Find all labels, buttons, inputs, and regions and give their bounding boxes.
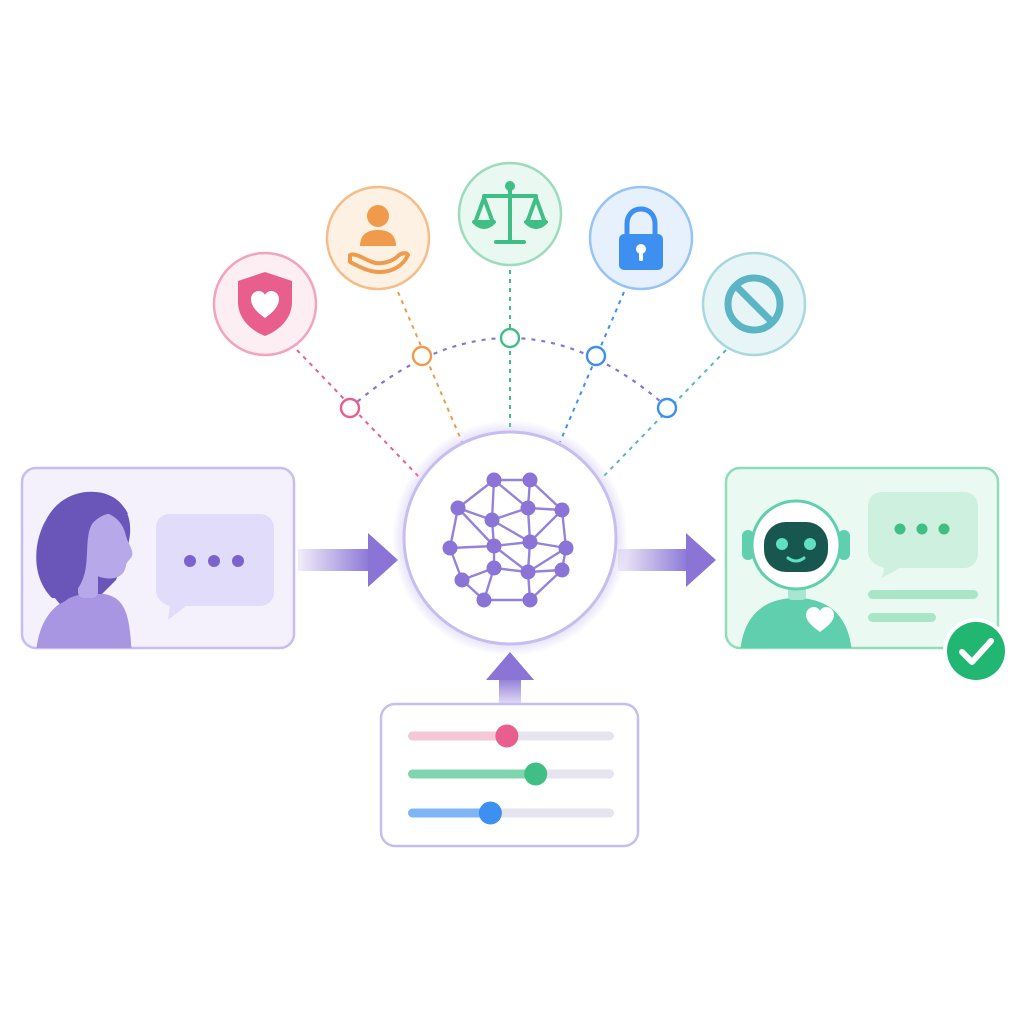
network-node [486, 560, 502, 576]
slider-handle[interactable] [495, 724, 519, 748]
network-node [554, 502, 570, 518]
slider-group[interactable] [408, 724, 614, 825]
arc-node-green [499, 327, 521, 349]
principle-connectors [296, 270, 727, 479]
network-node [522, 534, 538, 550]
network-node [486, 538, 502, 554]
neural-network-icon [442, 472, 574, 608]
user-input-panel [20, 466, 296, 650]
network-node [454, 572, 470, 588]
arc-node-blue [585, 345, 607, 367]
slider-fill [408, 731, 507, 741]
connector-help [397, 291, 463, 443]
network-node [522, 472, 538, 488]
network-node [520, 500, 536, 516]
arrow-core-to-output [618, 533, 716, 587]
padlock-icon [619, 206, 663, 270]
slider-handle[interactable] [478, 801, 502, 825]
principle-helping [325, 185, 431, 291]
typing-bubble-icon [156, 514, 274, 620]
care-shield-icon [238, 272, 292, 336]
response-line-1 [868, 590, 978, 599]
principle-arc [349, 336, 669, 409]
heart-icon [806, 607, 834, 632]
network-node [522, 592, 538, 608]
slider-pink[interactable] [408, 724, 614, 748]
user-avatar [36, 491, 133, 648]
principle-fairness [457, 161, 563, 267]
balance-scale-icon [472, 181, 548, 244]
response-bubble-icon [868, 492, 978, 578]
principle-care [212, 251, 318, 357]
network-node [554, 562, 570, 578]
network-node [442, 540, 458, 556]
ai-output-panel [724, 466, 1009, 684]
checkmark-icon [943, 618, 1009, 684]
prohibited-icon [724, 274, 784, 334]
helping-hand-person-icon [348, 205, 410, 274]
slider-green[interactable] [408, 762, 614, 786]
arrow-input-to-core [298, 533, 398, 587]
response-line-2 [868, 613, 936, 622]
slider-fill [408, 769, 536, 779]
arc-node-teal [656, 397, 678, 419]
network-node [486, 472, 502, 488]
network-edge [529, 509, 563, 543]
robot-icon [740, 499, 852, 648]
network-node [476, 592, 492, 608]
arrow-controls-to-core [486, 652, 534, 704]
network-edge [457, 507, 495, 547]
ai-core [392, 420, 628, 656]
connector-harm [601, 349, 727, 479]
arc-node-pink [339, 397, 361, 419]
connector-privacy [559, 291, 625, 443]
arc-node-orange [411, 345, 433, 367]
network-node [450, 500, 466, 516]
network-edge [457, 479, 495, 509]
principle-privacy [588, 185, 694, 291]
slider-handle[interactable] [524, 762, 548, 786]
network-node [558, 540, 574, 556]
network-node [484, 512, 500, 528]
connector-care [296, 349, 421, 479]
slider-blue[interactable] [408, 801, 614, 825]
network-node [520, 564, 536, 580]
arc-nodes [339, 327, 678, 419]
slider-fill [408, 808, 491, 818]
principle-harm-prevention [701, 251, 807, 357]
alignment-controls-panel [379, 702, 640, 848]
